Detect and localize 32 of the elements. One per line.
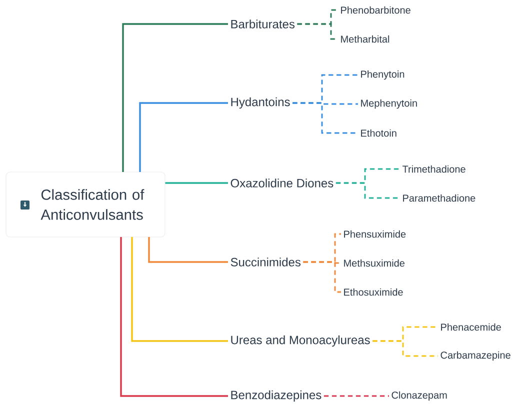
connector-line [303, 261, 341, 293]
drug-label: Clonazepam [392, 391, 447, 401]
category-label: Hydantoins [231, 97, 290, 109]
category-label: Succinimides [230, 258, 300, 266]
connector-line [292, 102, 358, 134]
connector-line [139, 102, 228, 172]
connector-line [165, 182, 228, 184]
drug-label: Phenytoin [361, 70, 404, 80]
connector-line [336, 182, 400, 199]
drug-label: Carbamazepine [440, 351, 510, 361]
connector-line [324, 395, 389, 397]
connector-line [131, 237, 228, 342]
connector-line [148, 237, 228, 263]
drug-label: Ethotoin [361, 129, 396, 137]
drug-label: Metharbital [341, 35, 390, 43]
connector-line [297, 23, 338, 40]
drug-label: Methsuximide [344, 259, 404, 267]
root-box: Classification of Anticonvulsants [6, 172, 166, 238]
category-label: Oxazolidine Diones [230, 178, 334, 188]
connector-line [122, 23, 228, 172]
category-label: Benzodiazepines [231, 390, 322, 402]
drug-label: Paramethadione [403, 194, 476, 202]
connector-line [120, 237, 228, 397]
drug-label: Phenobarbitone [341, 6, 410, 14]
drug-label: Phenacemide [441, 323, 501, 331]
category-label: Barbiturates [231, 20, 295, 28]
drug-label: Trimethadione [402, 165, 466, 173]
category-label: Ureas and Monoacylureas [231, 335, 370, 347]
drug-label: Ethosuximide [344, 288, 403, 296]
drug-label: Phensuximide [344, 230, 406, 238]
connector-line [372, 340, 438, 357]
drug-label: Mephenytoin [361, 99, 417, 109]
